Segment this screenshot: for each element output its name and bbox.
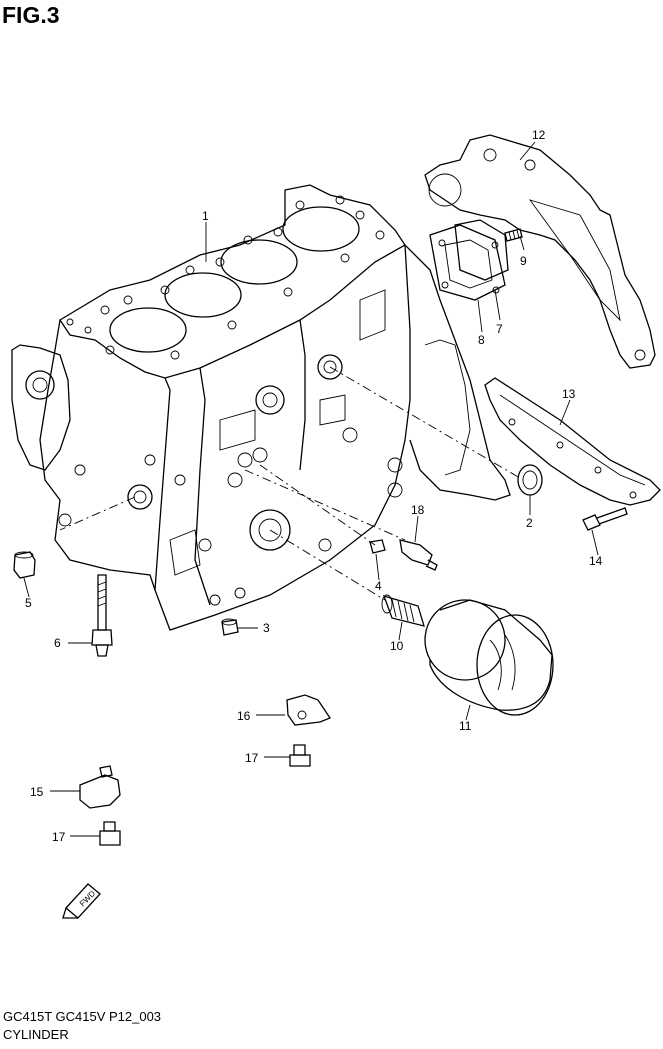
section-name: CYLINDER [3,1027,69,1042]
callout-12: 12 [532,128,546,142]
flange-7[interactable] [454,219,509,281]
callout-14: 14 [589,554,603,568]
callout-17-upper: 17 [245,751,259,765]
oil-seal-2[interactable] [517,464,543,496]
figure-title: FIG.3 [2,2,60,28]
callout-2: 2 [526,516,533,530]
leader-lines [23,141,599,837]
model-code: GC415T GC415V P12_003 [3,1009,162,1024]
callout-3: 3 [263,621,270,635]
callout-10: 10 [390,639,404,653]
callout-4: 4 [375,579,382,593]
oil-pressure-switch-18[interactable] [399,539,438,571]
callout-18: 18 [411,503,425,517]
plug-4[interactable] [369,539,386,554]
callout-17-lower: 17 [52,830,66,844]
callout-5: 5 [25,596,32,610]
fwd-arrow-icon: FWD [62,883,101,919]
bolt-9[interactable] [504,228,523,242]
oil-baffle-13[interactable] [484,377,661,506]
callout-16: 16 [237,709,251,723]
callout-1: 1 [202,209,209,223]
callout-13: 13 [562,387,576,401]
gasket-8[interactable] [429,224,506,301]
oil-filter-union-10[interactable] [381,594,425,627]
callout-15: 15 [30,785,44,799]
plug-3[interactable] [221,618,239,636]
callout-9: 9 [520,254,527,268]
callout-7: 7 [496,322,503,336]
callout-8: 8 [478,333,485,347]
bracket-15[interactable] [79,765,121,809]
bolt-17-upper[interactable] [289,744,311,767]
oil-filter-11[interactable] [424,599,554,716]
callout-6: 6 [54,636,61,650]
bracket-16[interactable] [286,694,331,726]
plug-5[interactable] [13,551,36,579]
stud-bolt-6[interactable] [91,574,113,657]
cylinder-block[interactable] [11,184,511,631]
rear-plate-12[interactable] [424,134,656,369]
bolt-17-lower[interactable] [99,821,121,846]
callout-11: 11 [459,719,472,733]
bolt-14[interactable] [582,507,628,531]
